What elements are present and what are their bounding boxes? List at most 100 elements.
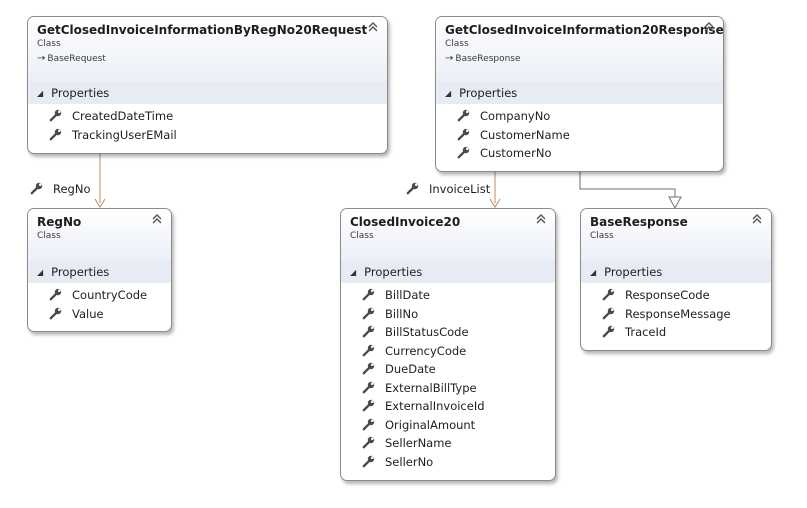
wrench-icon	[406, 182, 419, 195]
association-label-regno[interactable]: RegNo	[30, 182, 91, 196]
property-row[interactable]: ResponseCode	[581, 286, 771, 305]
class-box-request[interactable]: GetClosedInvoiceInformationByRegNo20Requ…	[27, 16, 388, 154]
association-label-invoicelist[interactable]: InvoiceList	[406, 182, 490, 196]
property-name: ResponseCode	[625, 288, 710, 302]
class-name: RegNo	[37, 215, 82, 229]
wrench-icon	[362, 436, 375, 449]
class-name: ClosedInvoice20	[350, 215, 461, 229]
property-row[interactable]: CustomerName	[436, 126, 723, 145]
wrench-icon	[362, 455, 375, 467]
wrench-icon	[362, 307, 375, 319]
property-name: ExternalBillType	[385, 380, 477, 395]
property-list: ResponseCode ResponseMessage TraceId	[581, 283, 771, 346]
class-base: →BaseRequest	[37, 53, 379, 65]
section-label: Properties	[604, 265, 663, 279]
property-name: TrackingUserEMail	[72, 127, 177, 142]
property-name: BillDate	[385, 288, 430, 302]
property-row[interactable]: ExternalBillType	[341, 379, 555, 398]
property-name: BillStatusCode	[385, 325, 469, 339]
triangle-down-icon[interactable]: ◢	[445, 89, 452, 98]
triangle-down-icon[interactable]: ◢	[590, 268, 597, 277]
class-stereotype: Class	[590, 231, 614, 241]
wrench-icon	[362, 362, 375, 375]
property-name: CurrencyCode	[385, 343, 467, 358]
property-row[interactable]: CurrencyCode	[341, 342, 555, 361]
class-box-response[interactable]: GetClosedInvoiceInformation20Response Cl…	[435, 16, 724, 172]
property-list: CountryCode Value	[28, 283, 171, 327]
arrow-right-icon: →	[37, 53, 46, 64]
association-name: InvoiceList	[429, 182, 491, 196]
section-header-properties[interactable]: ◢ Properties	[28, 82, 387, 104]
property-row[interactable]: SellerName	[341, 434, 555, 453]
property-list: BillDate BillNo BillStatusCode CurrencyC…	[341, 283, 555, 475]
property-row[interactable]: CreatedDateTime	[28, 107, 387, 126]
section-label: Properties	[51, 86, 110, 100]
property-row[interactable]: ExternalInvoiceId	[341, 397, 555, 416]
double-chevron-up-icon[interactable]	[535, 213, 547, 225]
class-stereotype: Class	[37, 231, 61, 241]
wrench-icon	[602, 325, 615, 338]
property-name: SellerName	[385, 436, 452, 450]
property-row[interactable]: CompanyNo	[436, 107, 723, 126]
property-name: ExternalInvoiceId	[385, 399, 485, 413]
property-row[interactable]: ResponseMessage	[581, 305, 771, 324]
section-label: Properties	[459, 86, 518, 100]
property-list: CompanyNo CustomerName CustomerNo	[436, 104, 723, 167]
double-chevron-up-icon[interactable]	[151, 213, 163, 225]
property-row[interactable]: BillDate	[341, 286, 555, 305]
class-stereotype: Class	[445, 39, 469, 49]
wrench-icon	[49, 109, 62, 122]
property-name: TraceId	[625, 325, 667, 339]
class-header: GetClosedInvoiceInformationByRegNo20Requ…	[28, 17, 387, 82]
double-chevron-up-icon[interactable]	[367, 21, 379, 33]
property-name: Value	[72, 306, 104, 321]
double-chevron-up-icon[interactable]	[751, 213, 763, 225]
section-label: Properties	[51, 265, 110, 279]
property-row[interactable]: SellerNo	[341, 453, 555, 472]
triangle-down-icon[interactable]: ◢	[37, 268, 44, 277]
class-header: GetClosedInvoiceInformation20Response Cl…	[436, 17, 723, 82]
wrench-icon	[602, 288, 615, 301]
class-stereotype: Class	[37, 39, 61, 49]
wrench-icon	[362, 325, 375, 338]
property-name: BillNo	[385, 306, 419, 321]
class-stereotype: Class	[350, 231, 374, 241]
class-header: RegNo Class	[28, 209, 171, 261]
property-row[interactable]: TrackingUserEMail	[28, 126, 387, 145]
property-name: CreatedDateTime	[72, 109, 174, 123]
class-name: GetClosedInvoiceInformationByRegNo20Requ…	[37, 23, 368, 37]
section-header-properties[interactable]: ◢Properties	[341, 261, 555, 283]
section-header-properties[interactable]: ◢ Properties	[28, 261, 171, 283]
section-header-properties[interactable]: ◢ Properties	[436, 82, 723, 104]
association-arrowhead-regno	[94, 198, 106, 208]
property-name: CompanyNo	[480, 109, 551, 123]
property-name: CustomerName	[480, 127, 570, 142]
property-name: OriginalAmount	[385, 417, 476, 432]
section-header-properties[interactable]: ◢ Properties	[581, 261, 771, 283]
class-box-closedinvoice20[interactable]: ClosedInvoice20 Class ◢Properties BillDa…	[340, 208, 556, 481]
class-box-baseresponse[interactable]: BaseResponse Class ◢ Properties ResponseC…	[580, 208, 772, 351]
class-base-name: BaseRequest	[47, 54, 106, 64]
association-arrowhead-invoicelist	[489, 198, 501, 208]
property-row[interactable]: CountryCode	[28, 286, 171, 305]
property-row[interactable]: Value	[28, 305, 171, 324]
property-name: CustomerNo	[480, 146, 552, 160]
wrench-icon	[362, 344, 375, 356]
class-name: GetClosedInvoiceInformation20Response	[445, 23, 724, 37]
property-name: ResponseMessage	[625, 306, 731, 321]
property-row[interactable]: CustomerNo	[436, 144, 723, 163]
inheritance-line	[579, 172, 676, 197]
property-row[interactable]: DueDate	[341, 360, 555, 379]
property-row[interactable]: BillStatusCode	[341, 323, 555, 342]
property-row[interactable]: OriginalAmount	[341, 416, 555, 435]
triangle-down-icon[interactable]: ◢	[350, 268, 357, 277]
class-name: BaseResponse	[590, 215, 688, 229]
property-name: CountryCode	[72, 288, 148, 302]
double-chevron-up-icon[interactable]	[703, 21, 715, 33]
property-row[interactable]: BillNo	[341, 305, 555, 324]
class-box-regno[interactable]: RegNo Class ◢ Properties CountryCode Valu…	[27, 208, 172, 332]
property-list: CreatedDateTime TrackingUserEMail	[28, 104, 387, 148]
wrench-icon	[49, 128, 62, 140]
triangle-down-icon[interactable]: ◢	[37, 89, 44, 98]
property-row[interactable]: TraceId	[581, 323, 771, 342]
